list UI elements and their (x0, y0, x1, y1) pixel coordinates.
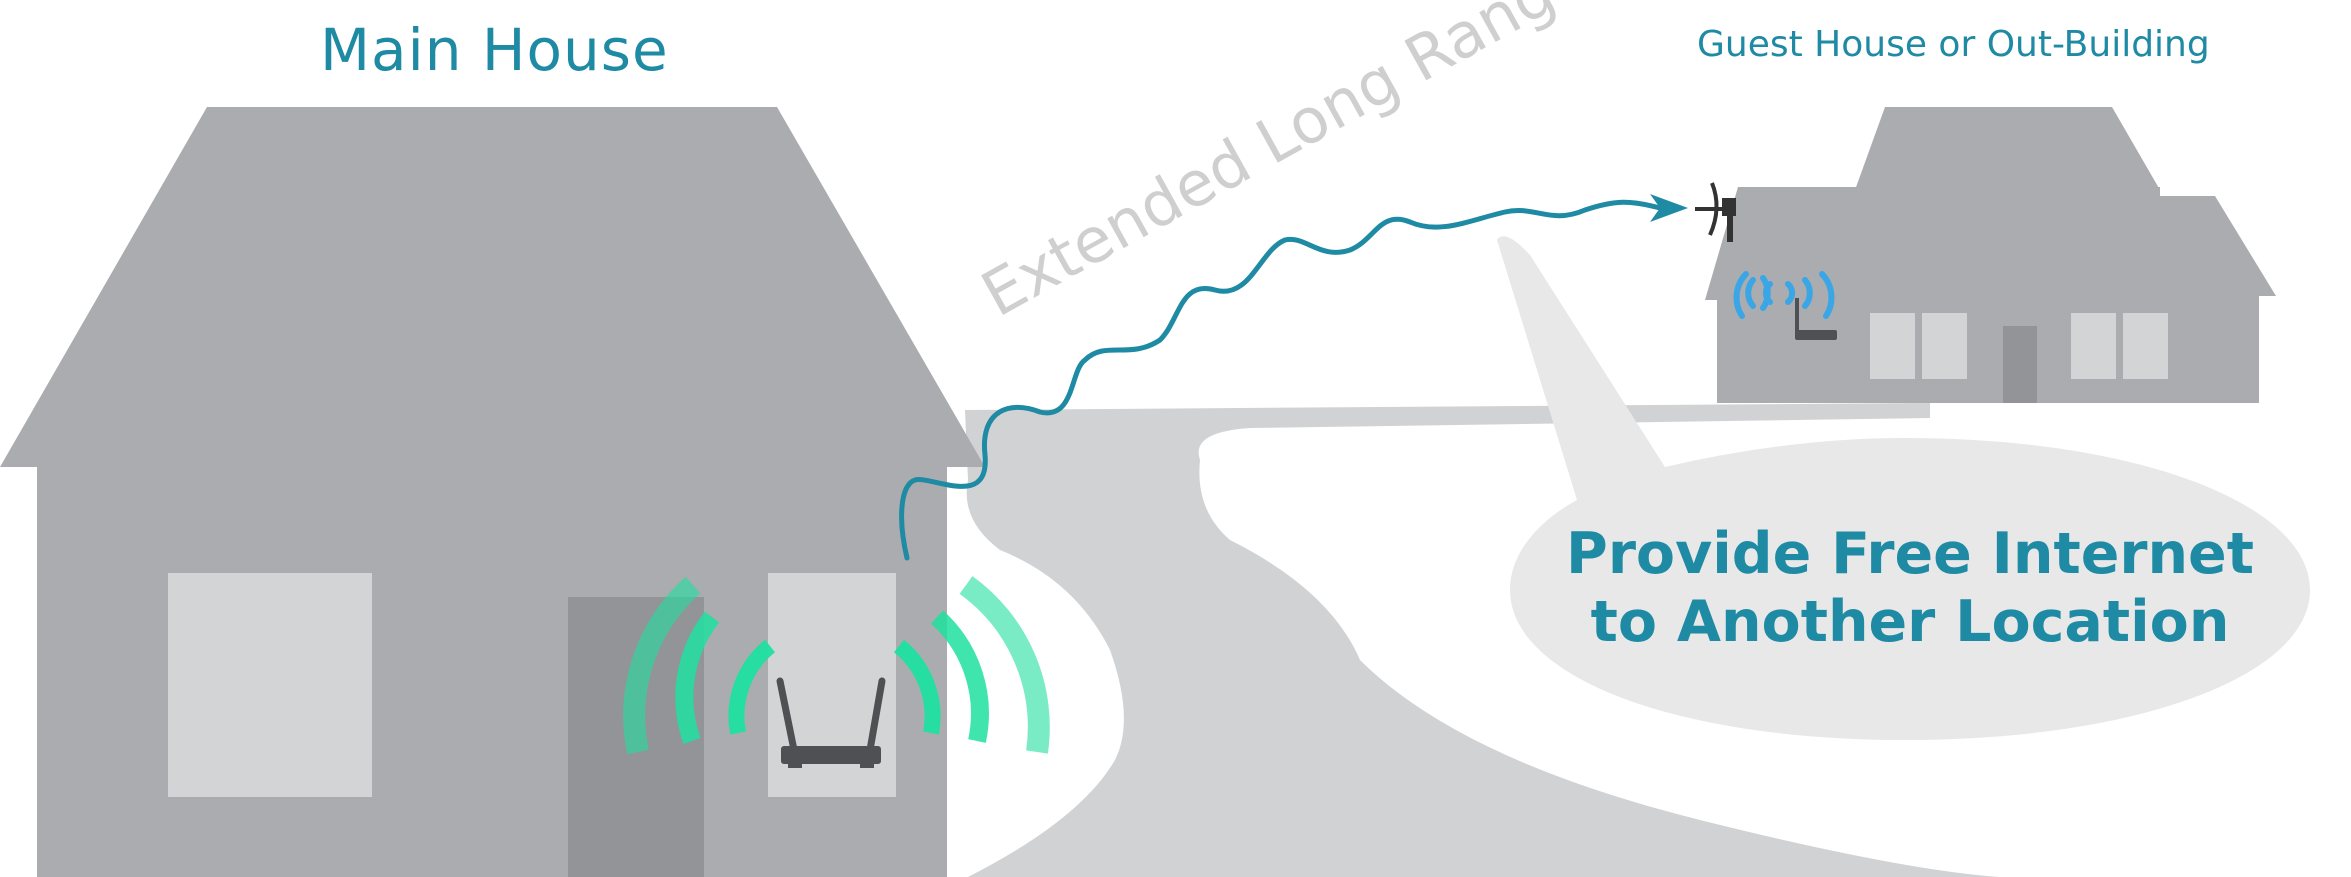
guest-house-body (1717, 295, 2259, 403)
long-range-signal (899, 199, 1663, 561)
guest-house-door (2003, 326, 2037, 403)
guest-house-roof-right (2150, 196, 2276, 296)
guest-wifi-icon (1733, 271, 1835, 319)
wifi-arc-left-3 (623, 576, 701, 755)
callout-text: Provide Free Internet to Another Locatio… (1510, 520, 2310, 656)
main-router-icon (776, 677, 886, 768)
guest-house-window-2 (1922, 313, 1967, 379)
callout-line-1: Provide Free Internet (1566, 521, 2254, 587)
main-house-window-left (168, 573, 372, 797)
walkway (965, 403, 2000, 877)
long-range-arrowhead (1650, 194, 1688, 222)
guest-house-title: Guest House or Out-Building (1697, 24, 2210, 65)
guest-house-roof-left (1705, 187, 2160, 300)
guest-house-roof-top (1855, 107, 2160, 190)
wifi-arc-left-2 (675, 611, 720, 745)
main-house-roof (0, 107, 985, 467)
main-wifi-icon (623, 576, 1050, 755)
antenna-icon (1695, 182, 1736, 242)
wifi-arc-right-3 (959, 576, 1050, 754)
guest-house-window-4 (2123, 313, 2168, 379)
wifi-arc-right-2 (930, 610, 989, 743)
callout-line-2: to Another Location (1590, 589, 2230, 655)
guest-house-window-3 (2071, 313, 2116, 379)
guest-house-window-1 (1870, 313, 1915, 379)
callout-bubble (1497, 236, 2310, 741)
main-house-title: Main House (320, 16, 669, 84)
guest-house (1705, 107, 2276, 403)
wifi-arc-left-1 (728, 639, 776, 735)
guest-router-icon (1795, 298, 1837, 340)
wifi-arc-right-1 (893, 639, 941, 735)
